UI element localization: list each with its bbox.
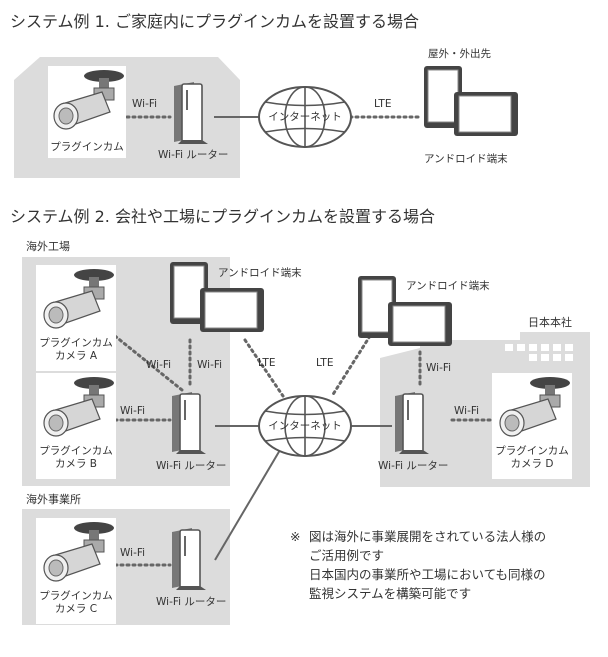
router-factory-label: Wi-Fi ルーター <box>156 460 227 472</box>
camera-b-label: プラグインカム カメラ B <box>39 445 113 470</box>
hq-label: 日本本社 <box>528 316 572 329</box>
lte-left-label: LTE <box>258 357 276 369</box>
outside-label: 屋外・外出先 <box>428 48 491 60</box>
lte-right-label: LTE <box>316 357 334 369</box>
note-mark: ※ <box>290 529 301 544</box>
device-right-label: アンドロイド端末 <box>406 280 490 292</box>
device-left-label: アンドロイド端末 <box>218 267 302 279</box>
camera-panel-c <box>36 518 116 624</box>
tablet-icon-1 <box>423 65 519 137</box>
note-text: 図は海外に事業展開をされている法人様の ご活用例です 日本国内の事業所や工場にお… <box>309 529 547 601</box>
camera-icon <box>499 376 571 437</box>
camera-a-label: プラグインカム カメラ A <box>39 337 113 362</box>
wifi-d-label: Wi-Fi <box>454 405 480 417</box>
router-office-label: Wi-Fi ルーター <box>156 596 227 608</box>
wifi-hq-device-label: Wi-Fi <box>426 362 452 374</box>
camera-panel-1 <box>48 66 126 158</box>
device-label: アンドロイド端末 <box>424 153 508 165</box>
office-label: 海外事業所 <box>26 493 81 506</box>
wifi-b-label: Wi-Fi <box>120 405 146 417</box>
wifi-c-label: Wi-Fi <box>120 547 146 559</box>
diagram1-title: システム例 1. ご家庭内にプラグインカムを設置する場合 <box>10 12 419 31</box>
lte-link-label: LTE <box>374 98 392 110</box>
camera-d-label: プラグインカム カメラ D <box>495 445 569 470</box>
internet-label-2: インターネット <box>268 420 342 432</box>
wifi-device-label: Wi-Fi <box>197 359 223 371</box>
camera-panel-a <box>36 265 116 371</box>
diagram2-title: システム例 2. 会社や工場にプラグインカムを設置する場合 <box>10 207 435 226</box>
camera-icon <box>43 268 115 329</box>
router-hq-label: Wi-Fi ルーター <box>378 460 449 472</box>
camera-c-label: プラグインカム カメラ C <box>39 590 113 615</box>
camera-panel-b <box>36 373 116 479</box>
camera-icon <box>43 376 115 437</box>
router-label: Wi-Fi ルーター <box>158 149 229 161</box>
wifi-a-label: Wi-Fi <box>146 359 172 371</box>
wifi-link-label: Wi-Fi <box>132 98 158 110</box>
camera-icon <box>53 69 125 130</box>
factory-label: 海外工場 <box>26 240 70 253</box>
internet-label: インターネット <box>268 111 342 123</box>
camera-label: プラグインカム <box>50 141 124 153</box>
camera-panel-d <box>492 373 572 479</box>
camera-icon <box>43 521 115 582</box>
